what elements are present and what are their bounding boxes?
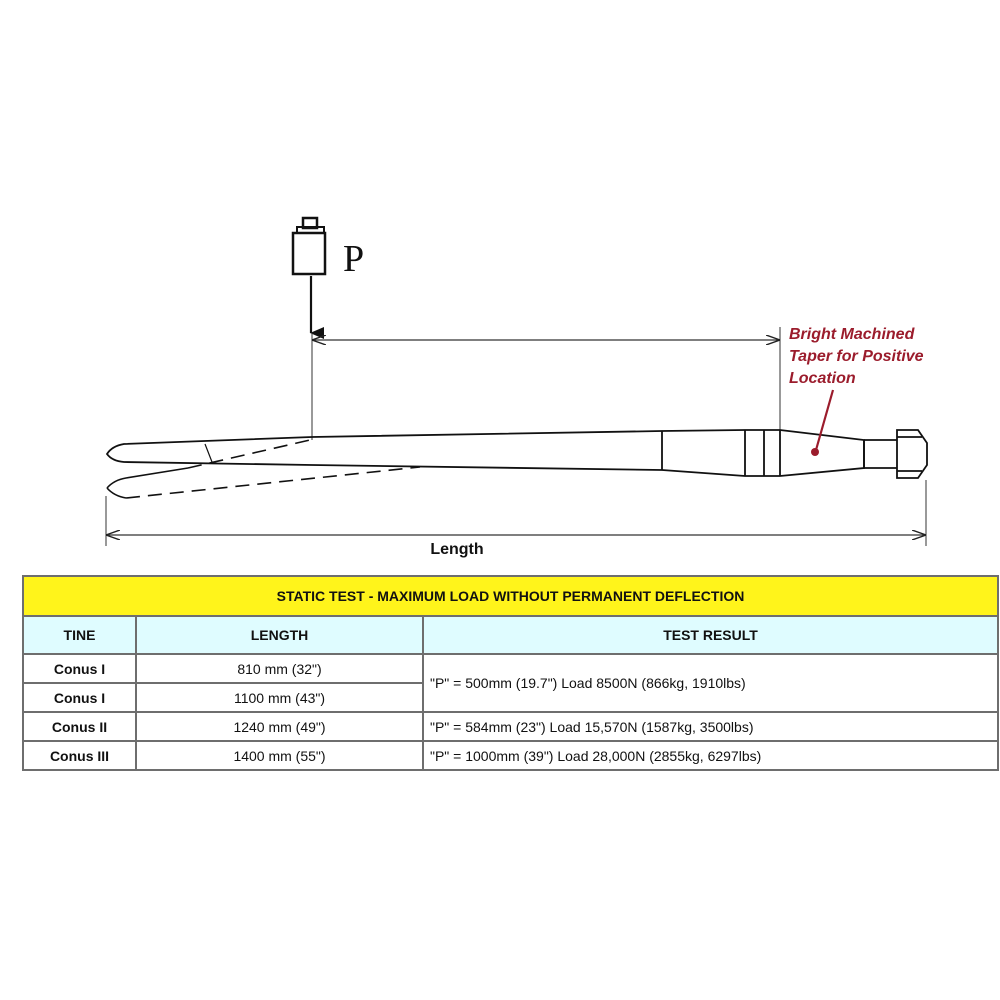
table-title: STATIC TEST - MAXIMUM LOAD WITHOUT PERMA…	[21, 575, 1000, 617]
header-length: LENGTH	[135, 615, 424, 655]
table-title-row: STATIC TEST - MAXIMUM LOAD WITHOUT PERMA…	[21, 575, 1000, 617]
static-test-table: STATIC TEST - MAXIMUM LOAD WITHOUT PERMA…	[21, 575, 1000, 771]
load-label: P	[343, 238, 364, 280]
tine-cell: Conus II	[22, 711, 137, 742]
header-tine: TINE	[22, 615, 137, 655]
length-cell: 810 mm (32")	[135, 653, 424, 684]
length-cell: 1100 mm (43")	[135, 682, 424, 713]
taper-callout: Bright Machined Taper for Positive Locat…	[789, 326, 924, 456]
table-row: Conus I 810 mm (32") "P" = 500mm (19.7")…	[22, 653, 1000, 713]
length-cell: 1400 mm (55")	[135, 740, 424, 771]
table-row: Conus I 1100 mm (43")	[22, 682, 998, 713]
table-row: Conus III 1400 mm (55") "P" = 1000mm (39…	[22, 740, 1000, 771]
table-row: Conus II 1240 mm (49") "P" = 584mm (23")…	[22, 711, 1000, 742]
spear-tine	[105, 429, 897, 477]
tine-cell: Conus I	[22, 653, 137, 684]
result-cell: "P" = 584mm (23") Load 15,570N (1587kg, …	[421, 711, 1000, 742]
table-header-row: TINE LENGTH TEST RESULT	[22, 615, 1000, 655]
deflected-tine	[106, 439, 421, 499]
callout-line-2: Taper for Positive	[789, 348, 924, 365]
callout-line-3: Location	[789, 370, 856, 387]
callout-line-1: Bright Machined	[789, 326, 916, 343]
length-cell: 1240 mm (49")	[135, 711, 424, 742]
tine-cell: Conus III	[22, 740, 137, 771]
length-label: Length	[430, 541, 483, 558]
tine-cell: Conus I	[22, 682, 137, 713]
bale-spear-diagram: P Bright Machined Taper for Positive	[105, 216, 928, 558]
hex-nut	[896, 429, 928, 479]
result-cell: "P" = 1000mm (39") Load 28,000N (2855kg,…	[421, 740, 1000, 771]
result-cell: "P" = 500mm (19.7") Load 8500N (866kg, 1…	[421, 653, 1000, 713]
weight-icon	[291, 216, 327, 276]
header-test-result: TEST RESULT	[421, 615, 1000, 655]
